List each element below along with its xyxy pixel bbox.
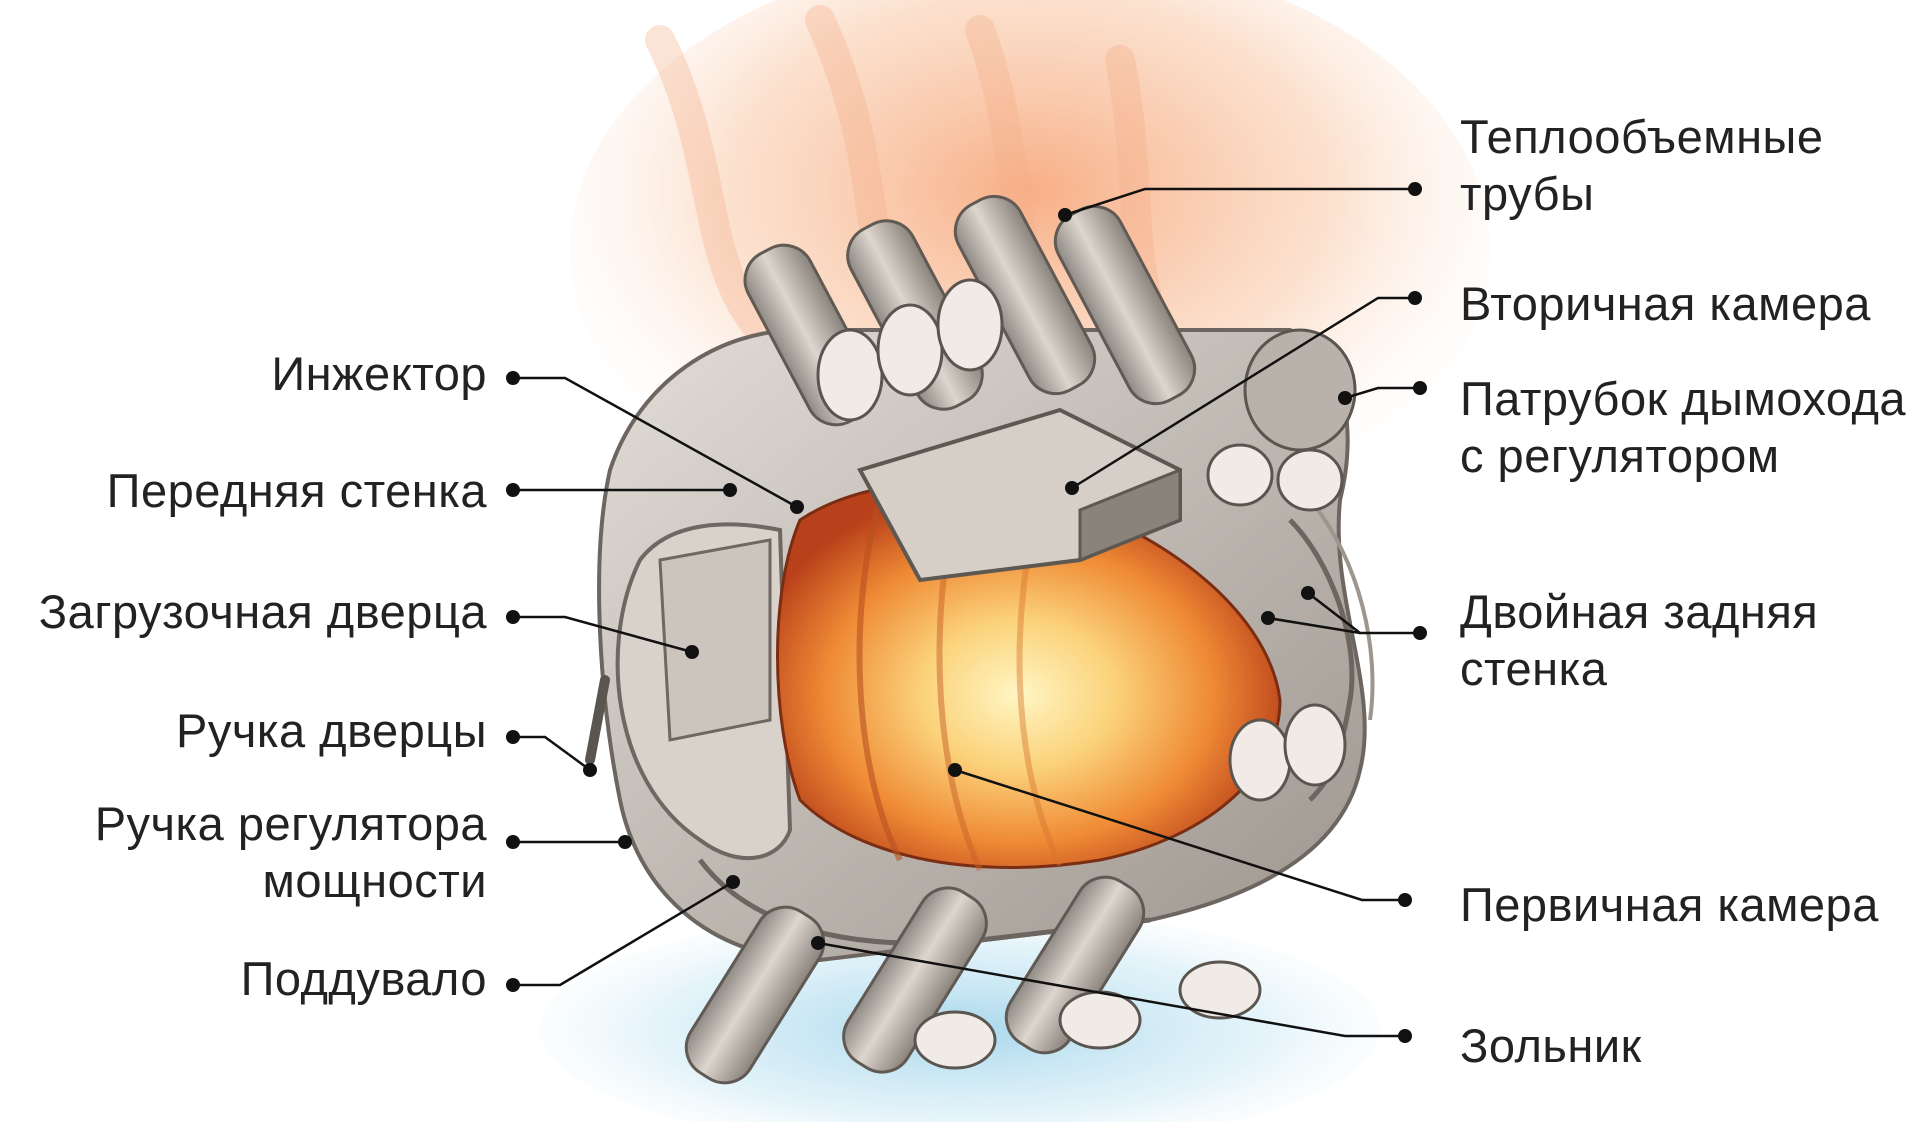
leader-secondary [1071,296,1415,490]
dot-rear-wall-target-2 [1261,611,1275,625]
leader-primary [954,768,1405,902]
label-ash-box-text: Зольник [1460,1019,1642,1072]
dot-door-handle-target [583,763,597,777]
label-heat-pipes-line2: трубы [1460,167,1595,220]
label-power-handle-line1: Ручка регулятора [94,797,487,850]
leader-blower [513,880,734,987]
leader-door-handle [513,735,591,772]
label-heat-pipes-line1: Теплообъемные [1460,110,1824,163]
label-rear-wall: Двойная задняя стенка [1460,583,1818,697]
dot-heat-pipes-label [1408,182,1422,196]
leader-injector [513,376,798,509]
dot-injector-target [790,500,804,514]
label-front-wall-text: Передняя стенка [106,464,487,517]
dot-power-handle-label [506,835,520,849]
label-blower-text: Поддувало [240,952,487,1005]
dot-loading-door-label [506,610,520,624]
dot-primary-label [1398,893,1412,907]
dot-injector-label [506,371,520,385]
leader-loading-door [513,615,693,654]
dot-chimney-label [1413,381,1427,395]
label-rear-wall-line2: стенка [1460,642,1608,695]
heat-exchange-pipes-top [743,194,1357,512]
dot-blower-target [726,875,740,889]
label-chimney: Патрубок дымохода с регулятором [1460,370,1906,484]
dot-heat-pipes-target [1058,208,1072,222]
label-secondary-chamber-text: Вторичная камера [1460,277,1871,330]
label-heat-pipes: Теплообъемные трубы [1460,108,1823,222]
label-door-handle: Ручка дверцы [176,702,487,759]
label-chimney-line1: Патрубок дымохода [1460,372,1907,425]
label-primary-chamber-text: Первичная камера [1460,878,1879,931]
label-injector-text: Инжектор [271,347,487,400]
dot-door-handle-label [506,730,520,744]
dot-loading-door-target [685,645,699,659]
dot-chimney-target [1338,391,1352,405]
label-chimney-line2: с регулятором [1460,429,1780,482]
label-ash-box: Зольник [1460,1017,1642,1074]
leader-ash-box [817,941,1405,1038]
stove-body [597,328,1375,963]
label-blower: Поддувало [241,950,487,1007]
leader-rear-wall-2 [1267,616,1361,635]
label-secondary-chamber: Вторичная камера [1460,275,1871,332]
label-injector: Инжектор [271,345,487,402]
leader-dots [506,182,1427,1043]
leader-chimney [1344,386,1420,400]
dot-front-wall-target [723,483,737,497]
leader-heat-pipes [1064,187,1415,217]
dot-primary-target [948,763,962,777]
dot-power-handle-target [618,835,632,849]
dot-rear-wall-target [1301,586,1315,600]
dot-front-wall-label [506,483,520,497]
heat-exchange-pipes-bottom [684,703,1347,1085]
door-handle-shape [585,675,610,765]
label-primary-chamber: Первичная камера [1460,876,1879,933]
label-front-wall: Передняя стенка [107,462,487,519]
dot-rear-wall-label [1413,626,1427,640]
label-power-handle: Ручка регулятора мощности [95,795,487,909]
label-rear-wall-line1: Двойная задняя [1460,585,1819,638]
label-door-handle-text: Ручка дверцы [176,704,487,757]
leader-lines [513,187,1420,1038]
dot-secondary-target [1065,481,1079,495]
label-loading-door: Загрузочная дверца [39,583,487,640]
dot-secondary-label [1408,291,1422,305]
dot-blower-label [506,978,520,992]
label-loading-door-text: Загрузочная дверца [38,585,487,638]
label-power-handle-line2: мощности [262,854,487,907]
dot-ash-box-label [1398,1029,1412,1043]
dot-ash-box-target [811,936,825,950]
